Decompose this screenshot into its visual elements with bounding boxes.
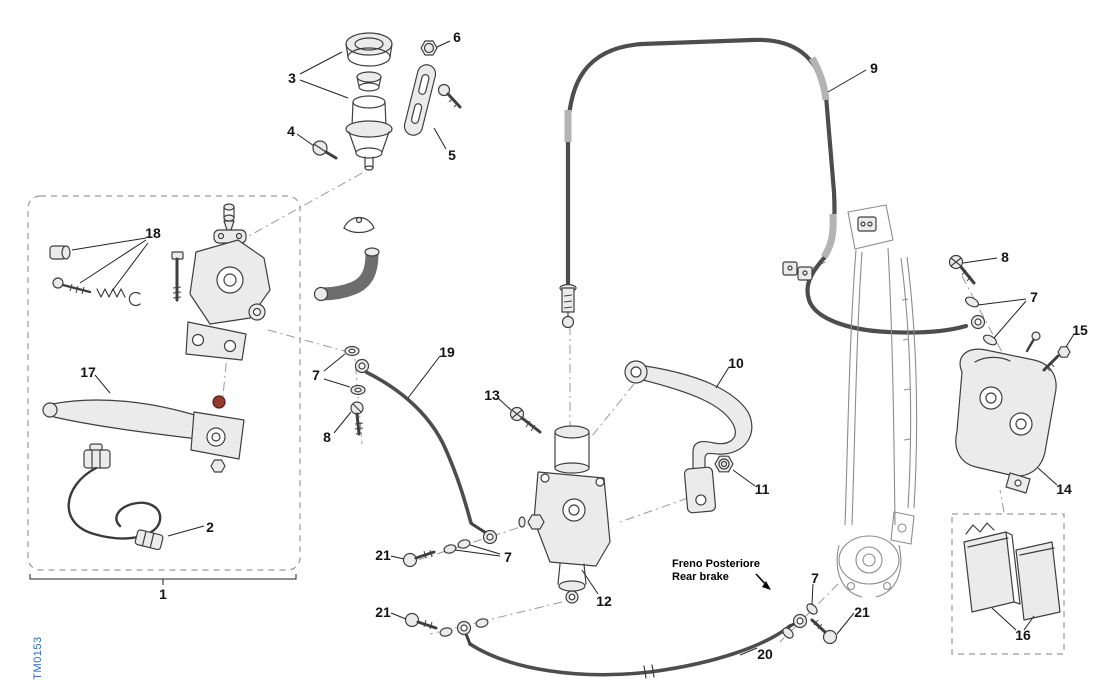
part-callout-20: 20 [757, 646, 773, 662]
note-line-italian: Freno Posteriore [672, 558, 761, 570]
reservoir-bracket-group [624, 360, 753, 514]
brake-lever-group [42, 395, 245, 473]
front-master-cylinder-group [171, 203, 271, 361]
part-callout-13: 13 [484, 387, 500, 403]
part-callout-7: 7 [312, 367, 320, 383]
callout-leaders [71, 40, 1075, 656]
front-lever-group-box [27, 195, 301, 585]
drawing-code: TM0153 [32, 636, 44, 680]
part-callout-19: 19 [439, 344, 455, 360]
part-callout-2: 2 [206, 519, 214, 535]
part-callout-21: 21 [854, 604, 870, 620]
part-callout-10: 10 [728, 355, 744, 371]
rear-master-cylinder-group [509, 406, 611, 604]
part-callout-12: 12 [596, 593, 612, 609]
rear-brake-note: Freno Posteriore Rear brake [672, 558, 760, 584]
rear-caliper-group [948, 254, 1071, 494]
part-callout-15: 15 [1072, 322, 1088, 338]
brake-pads-group [951, 513, 1065, 655]
part-callout-11: 11 [754, 481, 770, 497]
part-callout-7: 7 [811, 570, 819, 586]
stop-switch-group [67, 443, 164, 551]
elbow-hose-group [313, 216, 380, 302]
hose-19-group [344, 345, 498, 568]
part-callout-8: 8 [323, 429, 331, 445]
construction-lines [221, 171, 1005, 643]
note-line-english: Rear brake [672, 571, 729, 584]
part-callout-6: 6 [453, 29, 461, 45]
part-callout-3: 3 [288, 70, 296, 86]
part-callout-1: 1 [159, 586, 167, 602]
part-callout-8: 8 [1001, 249, 1009, 265]
part-callout-9: 9 [870, 60, 878, 76]
hardware-kit-group [49, 245, 141, 307]
hose-9-group [559, 37, 986, 335]
part-callout-17: 17 [80, 364, 96, 380]
part-callout-14: 14 [1056, 481, 1072, 497]
fork-leg [836, 204, 918, 598]
part-callout-4: 4 [287, 123, 295, 139]
part-callout-7: 7 [1030, 289, 1038, 305]
part-callout-21: 21 [375, 604, 391, 620]
part-callout-16: 16 [1015, 627, 1031, 643]
part-callout-5: 5 [448, 147, 456, 163]
rear-brake-arrow [755, 573, 771, 590]
part-callout-18: 18 [145, 225, 161, 241]
hose-20-group [404, 603, 838, 679]
part-callout-21: 21 [375, 547, 391, 563]
part-callout-7: 7 [504, 549, 512, 565]
front-reservoir-group [312, 32, 462, 171]
